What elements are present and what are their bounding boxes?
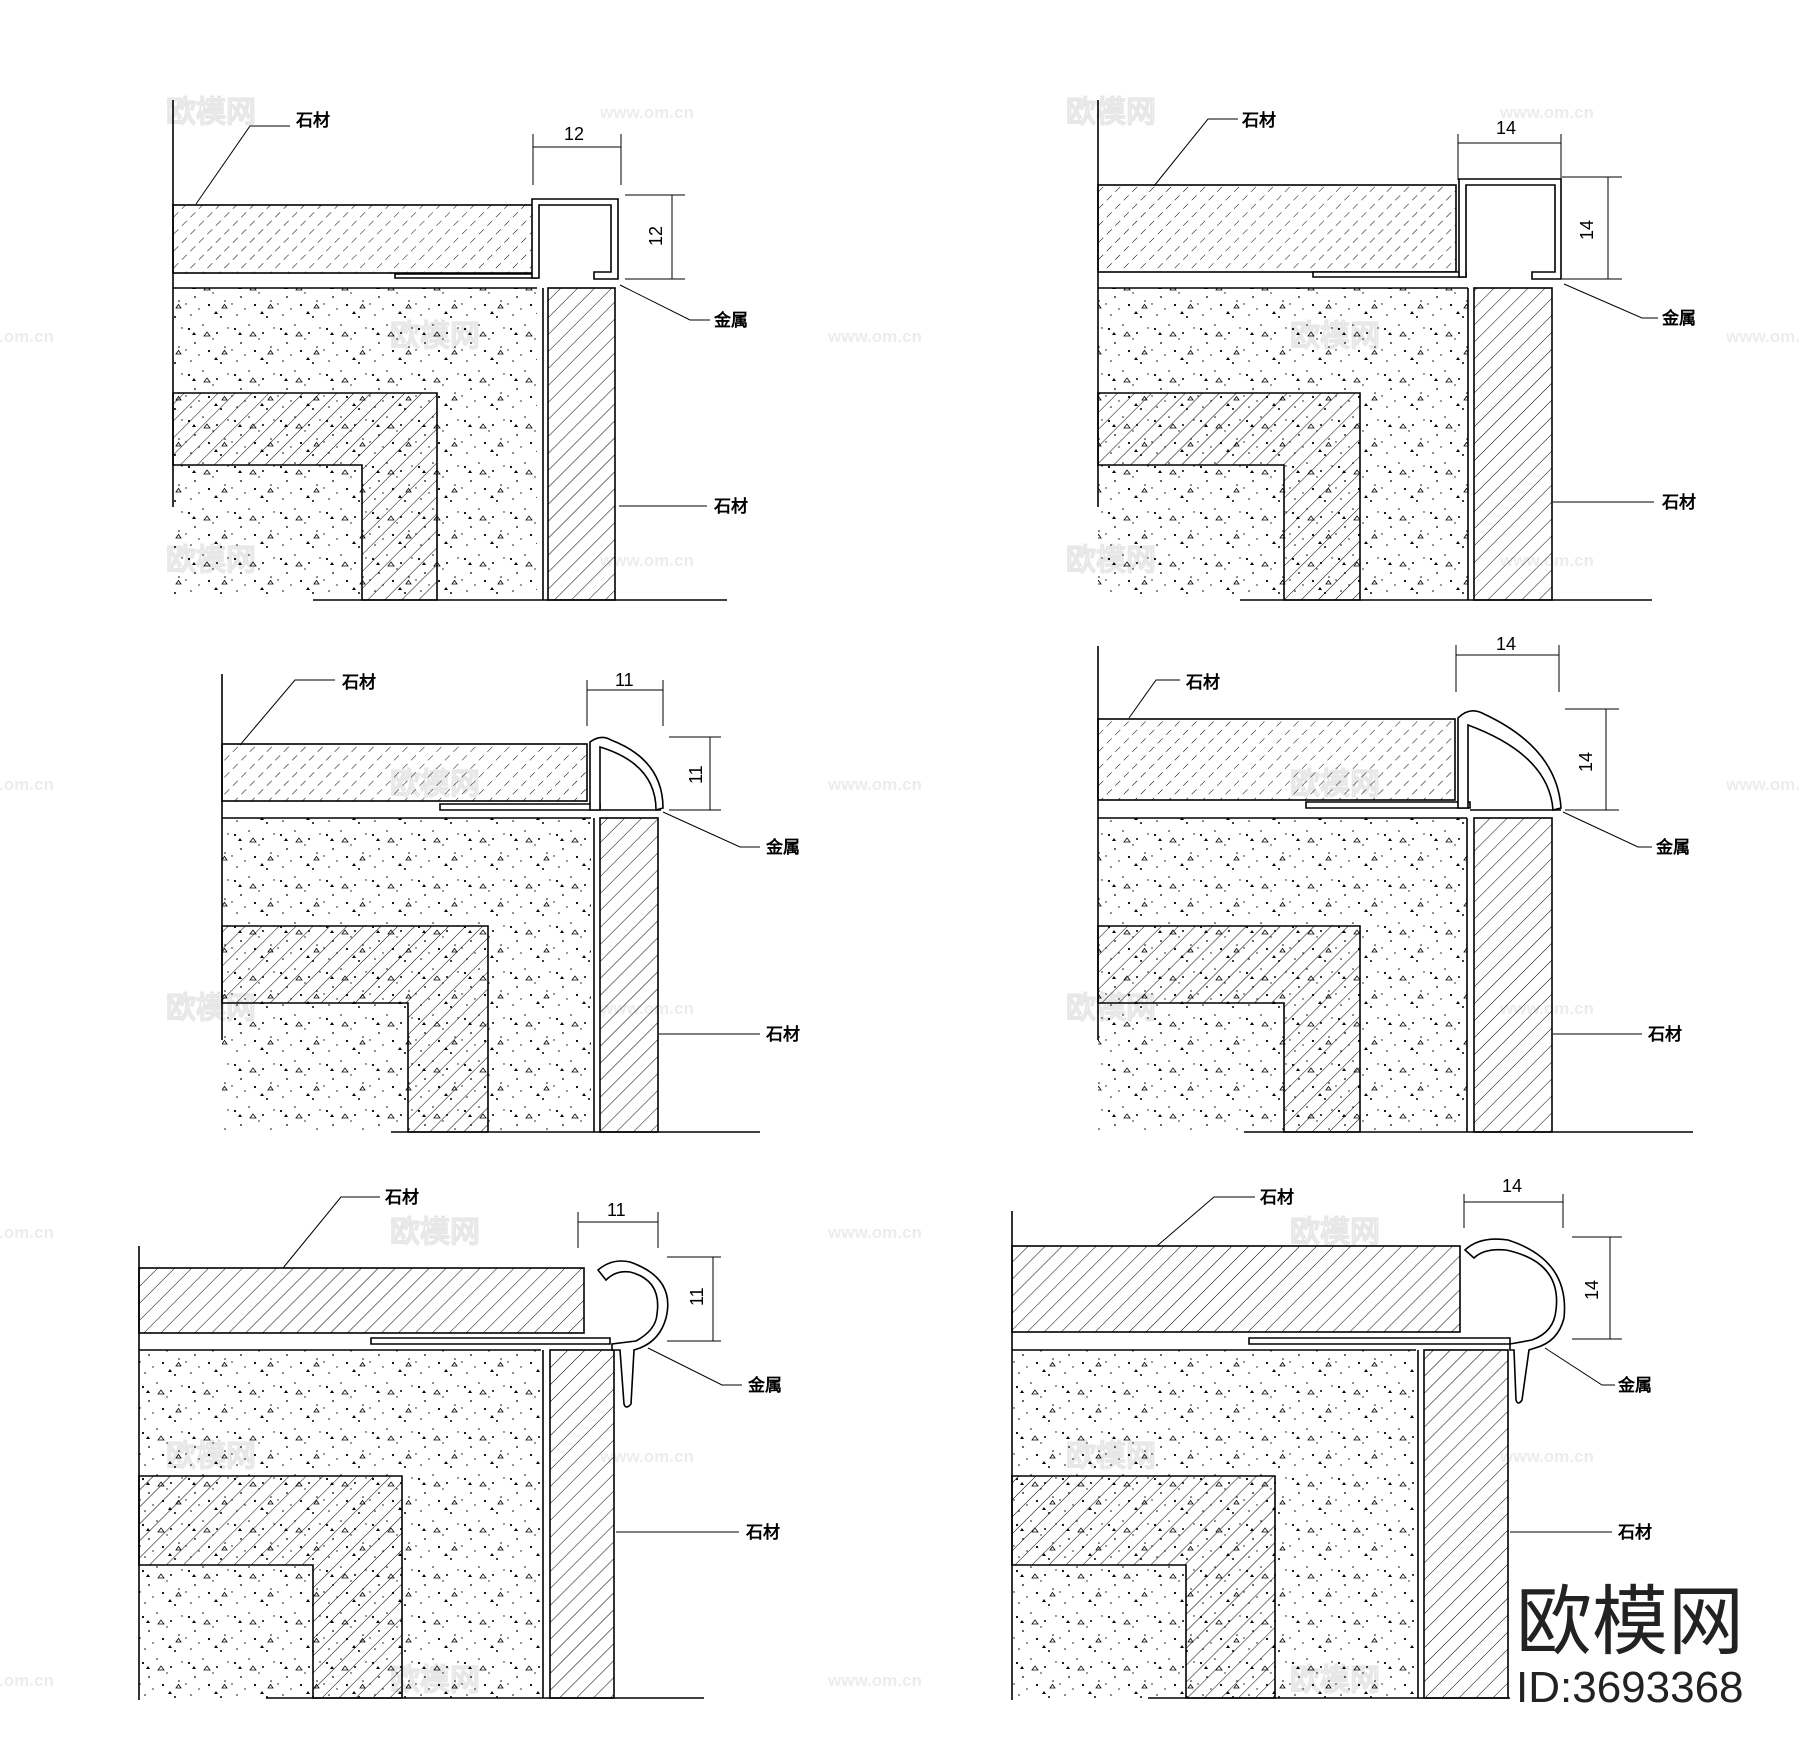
metal-flange	[1305, 801, 1471, 809]
leader-stone-top	[239, 679, 335, 746]
dim-height: 11	[686, 765, 706, 784]
label-metal: 金属	[765, 837, 800, 858]
watermark-site: www.om.cn	[1499, 1447, 1594, 1466]
metal-flange	[1312, 271, 1467, 278]
leader-stone-top	[1153, 118, 1238, 187]
watermark-name: 欧模网	[166, 95, 256, 130]
label-stone-side: 石材	[1617, 1522, 1652, 1543]
stone-top-slab	[1011, 1245, 1461, 1333]
stone-side-slab	[549, 1349, 615, 1699]
dim-height: 11	[687, 1287, 707, 1306]
stone-top-slab	[172, 204, 537, 274]
metal-round-profile	[1457, 710, 1562, 812]
watermark-site: www.om.cn	[599, 103, 694, 122]
metal-flange	[1248, 1337, 1511, 1345]
detail-3: 11 11 石材 金属 石材	[221, 670, 800, 1133]
metal-round-profile	[589, 736, 664, 812]
leader-metal	[647, 1347, 742, 1386]
metal-square-profile	[1458, 178, 1562, 280]
leader-stone-top	[195, 125, 290, 205]
dim-width: 11	[615, 670, 634, 690]
label-metal: 金属	[1617, 1375, 1652, 1396]
watermark-site: www.om.cn	[599, 551, 694, 570]
dim-height: 12	[646, 226, 666, 246]
leader-stone-top	[1156, 1196, 1255, 1247]
stone-top-slab	[138, 1267, 585, 1334]
stone-top-slab	[1097, 718, 1456, 801]
detail-1: 12 12 石材 金属 石材	[172, 100, 748, 601]
watermark-site: www.om.cn	[0, 775, 54, 794]
dim-height: 14	[1576, 752, 1596, 772]
stone-side-slab	[1473, 287, 1553, 601]
stone-top-slab	[1097, 184, 1457, 273]
label-stone-top: 石材	[295, 110, 330, 131]
dim-width: 14	[1496, 634, 1516, 654]
dim-width: 14	[1496, 118, 1516, 138]
metal-hook-profile	[596, 1260, 669, 1408]
dim-height: 14	[1582, 1280, 1602, 1300]
watermark-site: www.om.cn	[827, 1671, 922, 1690]
metal-hook-profile	[1463, 1238, 1566, 1404]
brand-id: ID:3693368	[1516, 1663, 1744, 1712]
detail-2: 14 14 石材 金属 石材	[1097, 100, 1696, 601]
metal-flange	[370, 1337, 611, 1345]
metal-flange	[394, 273, 538, 279]
label-stone-side: 石材	[1647, 1024, 1682, 1045]
watermark-name: 欧模网	[1066, 95, 1156, 130]
detail-5: 11 11 石材 金属 石材	[138, 1187, 782, 1700]
dim-width: 12	[564, 124, 584, 144]
label-stone-top: 石材	[1259, 1187, 1294, 1208]
leader-metal	[662, 811, 760, 848]
watermark-site: www.om.cn	[0, 327, 54, 346]
stone-side-slab	[599, 817, 659, 1133]
brand-stamp: 欧模网 ID:3693368	[1516, 1577, 1744, 1712]
metal-flange	[439, 803, 601, 811]
label-stone-side: 石材	[713, 496, 748, 517]
label-metal: 金属	[1655, 837, 1690, 858]
detail-4: 14 14 石材 金属 石材	[1097, 634, 1693, 1133]
watermark-site: www.om.cn	[827, 327, 922, 346]
label-stone-top: 石材	[1185, 672, 1220, 693]
stone-side-slab	[1423, 1349, 1509, 1699]
stone-side-slab	[547, 287, 616, 601]
leader-metal	[1544, 1347, 1615, 1386]
leader-metal	[1562, 811, 1652, 848]
label-metal: 金属	[747, 1375, 782, 1396]
label-stone-side: 石材	[765, 1024, 800, 1045]
watermark-site: www.om.cn	[827, 1223, 922, 1242]
watermark-site: www.om.cn	[0, 1223, 54, 1242]
watermark-site: www.om.cn	[1499, 103, 1594, 122]
watermark-name: 欧模网	[390, 1215, 480, 1250]
watermark-site: www.om.cn	[1725, 775, 1800, 794]
watermark-name: 欧模网	[1290, 1215, 1380, 1250]
watermark-site: www.om.cn	[599, 1447, 694, 1466]
leader-stone-top	[1128, 679, 1180, 719]
brand-name: 欧模网	[1516, 1577, 1744, 1666]
dim-height: 14	[1577, 220, 1597, 240]
watermark-site: www.om.cn	[1725, 327, 1800, 346]
stone-side-slab	[1473, 817, 1553, 1133]
detail-6: 14 14 石材 金属 石材	[1011, 1176, 1652, 1700]
watermark-site: www.om.cn	[827, 775, 922, 794]
label-stone-side: 石材	[745, 1522, 780, 1543]
metal-square-profile	[531, 198, 619, 280]
dim-width: 11	[607, 1200, 626, 1220]
label-stone-top: 石材	[341, 672, 376, 693]
leader-metal	[1563, 283, 1658, 319]
stone-top-slab	[221, 743, 588, 802]
label-stone-top: 石材	[384, 1187, 419, 1208]
label-metal: 金属	[713, 310, 748, 331]
leader-stone-top	[282, 1196, 380, 1269]
label-stone-top: 石材	[1241, 110, 1276, 131]
dim-width: 14	[1502, 1176, 1522, 1196]
label-stone-side: 石材	[1661, 492, 1696, 513]
watermark-site: www.om.cn	[0, 1671, 54, 1690]
leader-metal	[619, 284, 710, 321]
label-metal: 金属	[1661, 308, 1696, 329]
